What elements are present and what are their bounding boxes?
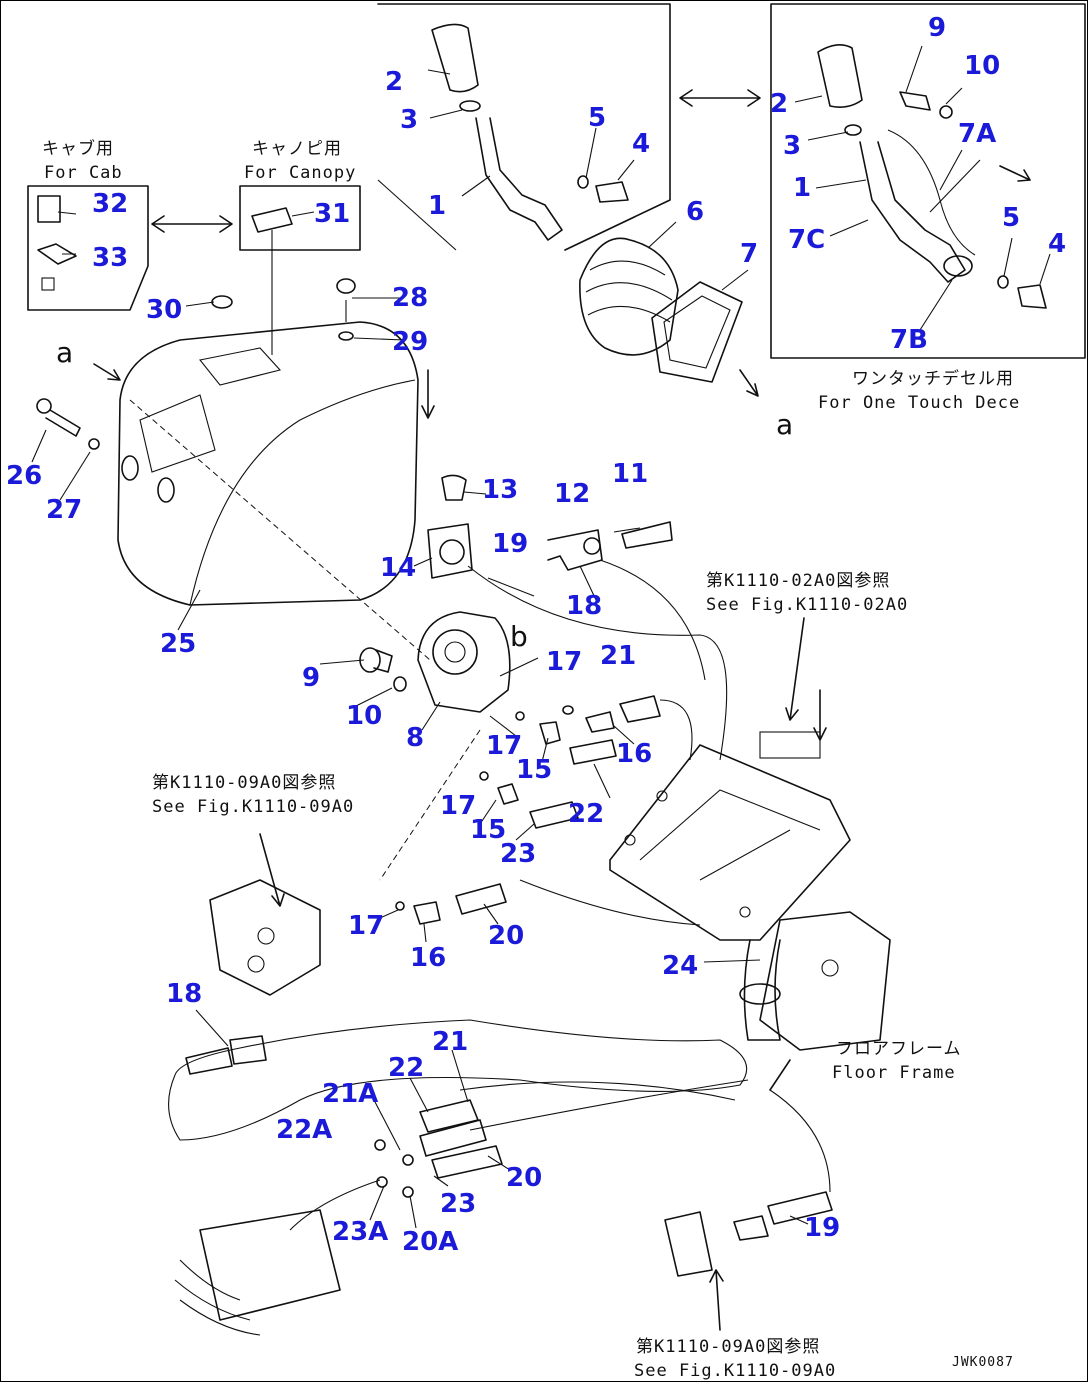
- note-cab-jp: キャブ用: [42, 138, 114, 159]
- callout-20a: 20A: [402, 1227, 458, 1257]
- callout-29: 29: [392, 327, 428, 357]
- ppc-valve: [359, 474, 673, 713]
- callout-18-b: 18: [166, 979, 202, 1009]
- left-lever-assembly: [431, 23, 629, 241]
- callout-4: 4: [632, 129, 650, 159]
- solenoid-connector: [664, 1089, 833, 1277]
- note-onetouch-en: For One Touch Dece: [818, 393, 1020, 413]
- callout-23a: 23A: [332, 1217, 388, 1247]
- callout-33: 33: [92, 243, 128, 273]
- drawing-number: JWK0087: [952, 1355, 1014, 1370]
- callout-2: 2: [385, 67, 403, 97]
- callout-21: 21: [600, 641, 636, 671]
- callout-17-b: 17: [486, 731, 522, 761]
- callout-31: 31: [314, 199, 350, 229]
- callout-32: 32: [92, 189, 128, 219]
- ref-letter-b: b: [510, 620, 528, 653]
- callout-22: 22: [568, 799, 604, 829]
- note-canopy-jp: キャノピ用: [252, 139, 342, 159]
- lower-frame: [609, 731, 851, 941]
- callout-3-right: 3: [783, 131, 801, 161]
- callout-13: 13: [482, 475, 518, 505]
- callout-21-b: 21: [432, 1027, 468, 1057]
- callout-21a: 21A: [322, 1079, 378, 1109]
- callout-8: 8: [406, 723, 424, 753]
- ref-letter-a-right: a: [776, 408, 793, 441]
- callout-11: 11: [612, 459, 648, 489]
- main-control-valve: [174, 1179, 381, 1336]
- note-ref-02a0-en: See Fig.K1110-02A0: [706, 595, 908, 615]
- callout-7a: 7A: [958, 119, 996, 149]
- callout-12: 12: [554, 479, 590, 509]
- callout-19-b: 19: [804, 1213, 840, 1243]
- callout-1-right: 1: [793, 173, 811, 203]
- hose-routes: [129, 399, 728, 926]
- callout-27: 27: [46, 495, 82, 525]
- note-ref-09a0-jp: 第K1110-09A0図参照: [152, 773, 336, 793]
- callout-25: 25: [160, 629, 196, 659]
- note-cab-en: For Cab: [44, 163, 123, 183]
- note-floor-en: Floor Frame: [832, 1063, 956, 1083]
- callout-14: 14: [380, 553, 416, 583]
- one-touch-lever-assembly: [817, 44, 1047, 309]
- note-ref-09a0b-jp: 第K1110-09A0図参照: [636, 1337, 820, 1357]
- fittings-mid: [395, 695, 661, 925]
- floor-frame: [168, 911, 891, 1141]
- lever-group-frame: [27, 3, 1086, 359]
- callout-15-a: 15: [516, 755, 552, 785]
- callout-3: 3: [400, 105, 418, 135]
- note-ref-09a0b-en: See Fig.K1110-09A0: [634, 1361, 836, 1381]
- callout-30: 30: [146, 295, 182, 325]
- note-canopy-en: For Canopy: [244, 163, 356, 183]
- callout-17-a: 17: [546, 647, 582, 677]
- callout-17-d: 17: [348, 911, 384, 941]
- callout-15-b: 15: [470, 815, 506, 845]
- callout-7b: 7B: [890, 325, 928, 355]
- callout-10-right: 10: [964, 51, 1000, 81]
- ref-letter-a-left: a: [56, 336, 73, 369]
- console-cover: [117, 295, 419, 606]
- callout-1: 1: [428, 191, 446, 221]
- interchange-arrows: [151, 89, 761, 233]
- callout-labels: 2 3 5 4 1 6 7 9 10 2 3 7A 1 7C 5 4 7B 32…: [6, 13, 1066, 1257]
- callout-20: 20: [488, 921, 524, 951]
- lower-hose-ends: [374, 1099, 503, 1198]
- callout-4-right: 4: [1048, 229, 1066, 259]
- callout-22-b: 22: [388, 1053, 424, 1083]
- callout-17-c: 17: [440, 791, 476, 821]
- note-onetouch-jp: ワンタッチデセル用: [852, 368, 1014, 389]
- lever-boot: [579, 237, 743, 383]
- callout-16-b: 16: [410, 943, 446, 973]
- callout-24: 24: [662, 951, 698, 981]
- note-ref-09a0-en: See Fig.K1110-09A0: [152, 797, 354, 817]
- reference-arrows: [93, 165, 1031, 1331]
- note-floor-jp: フロアフレーム: [836, 1039, 962, 1059]
- callout-9-right: 9: [928, 13, 946, 43]
- control-valve-block: [185, 879, 321, 1075]
- callout-18: 18: [566, 591, 602, 621]
- callout-9: 9: [302, 663, 320, 693]
- callout-16: 16: [616, 739, 652, 769]
- callout-23-b: 23: [440, 1189, 476, 1219]
- callout-10: 10: [346, 701, 382, 731]
- callout-26: 26: [6, 461, 42, 491]
- callout-23: 23: [500, 839, 536, 869]
- callout-22a: 22A: [276, 1115, 332, 1145]
- callout-19: 19: [492, 529, 528, 559]
- callout-7c: 7C: [788, 225, 825, 255]
- callout-28: 28: [392, 283, 428, 313]
- cover-bolts: [36, 278, 356, 450]
- switch-parts: [37, 195, 293, 291]
- callout-7: 7: [740, 239, 758, 269]
- callout-6: 6: [686, 197, 704, 227]
- note-ref-02a0-jp: 第K1110-02A0図参照: [706, 571, 890, 591]
- leader-lines: [31, 45, 1051, 1229]
- callout-5-right: 5: [1002, 203, 1020, 233]
- annotation-notes: キャブ用 For Cab キャノピ用 For Canopy ワンタッチデセル用 …: [42, 138, 1020, 1381]
- callout-5: 5: [588, 103, 606, 133]
- callout-2-right: 2: [770, 89, 788, 119]
- callout-20-b: 20: [506, 1163, 542, 1193]
